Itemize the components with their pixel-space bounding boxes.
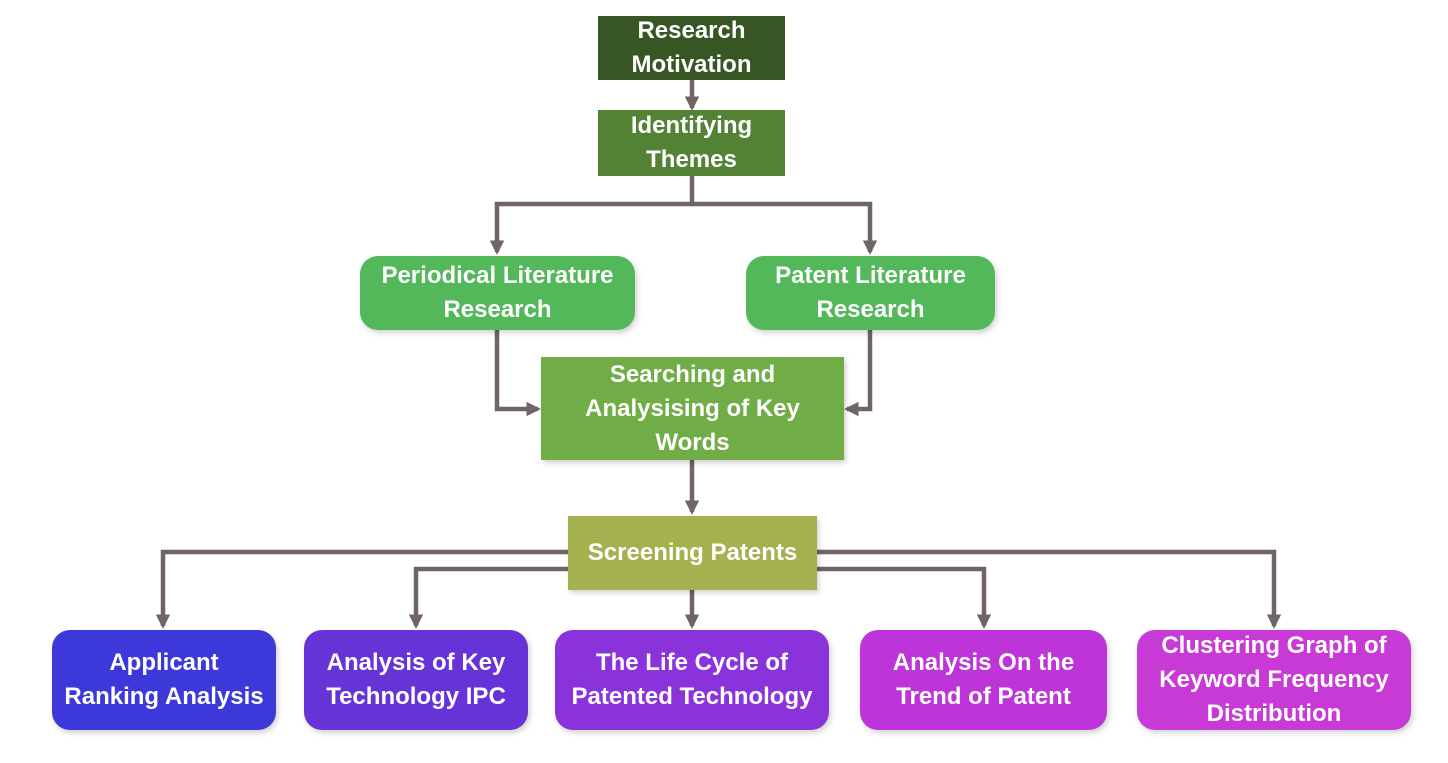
node-patent-literature-research: Patent Literature Research bbox=[746, 256, 995, 330]
node-searching-keywords-label: Searching and Analysising of Key Words bbox=[585, 360, 800, 456]
node-periodical-literature-research: Periodical Literature Research bbox=[360, 256, 635, 330]
arrow-themes-to-periodical bbox=[489, 176, 695, 255]
node-key-technology-ipc-label: Analysis of Key Technology IPC bbox=[326, 649, 506, 710]
node-research-motivation: Research Motivation bbox=[598, 16, 785, 80]
node-identifying-themes: Identifying Themes bbox=[598, 110, 785, 176]
node-patent-literature-research-label: Patent Literature Research bbox=[775, 262, 966, 323]
node-periodical-literature-research-label: Periodical Literature Research bbox=[381, 262, 614, 323]
node-applicant-ranking-analysis: Applicant Ranking Analysis bbox=[52, 630, 276, 730]
node-clustering-graph-label: Clustering Graph of Keyword Frequency Di… bbox=[1159, 632, 1389, 727]
arrow-screening-to-trend bbox=[817, 566, 992, 629]
node-trend-of-patent: Analysis On the Trend of Patent bbox=[860, 630, 1107, 730]
node-identifying-themes-label: Identifying Themes bbox=[630, 112, 753, 173]
arrow-themes-to-patent bbox=[692, 201, 878, 255]
arrow-screening-to-applicant bbox=[155, 549, 568, 629]
arrow-periodical-to-searching bbox=[494, 330, 541, 417]
node-research-motivation-label: Research Motivation bbox=[631, 17, 752, 78]
arrow-patent-to-searching bbox=[844, 330, 873, 417]
node-trend-of-patent-label: Analysis On the Trend of Patent bbox=[892, 649, 1075, 710]
arrow-screening-to-clustering bbox=[817, 549, 1282, 629]
node-applicant-ranking-analysis-label: Applicant Ranking Analysis bbox=[64, 649, 264, 710]
node-life-cycle-label: The Life Cycle of Patented Technology bbox=[571, 649, 813, 710]
node-life-cycle: The Life Cycle of Patented Technology bbox=[555, 630, 829, 730]
node-key-technology-ipc: Analysis of Key Technology IPC bbox=[304, 630, 528, 730]
node-screening-patents: Screening Patents bbox=[568, 516, 817, 590]
arrow-screening-to-ipc bbox=[408, 566, 568, 629]
node-screening-patents-label: Screening Patents bbox=[587, 539, 798, 566]
node-clustering-graph: Clustering Graph of Keyword Frequency Di… bbox=[1137, 630, 1411, 730]
node-searching-keywords: Searching and Analysising of Key Words bbox=[541, 357, 844, 460]
